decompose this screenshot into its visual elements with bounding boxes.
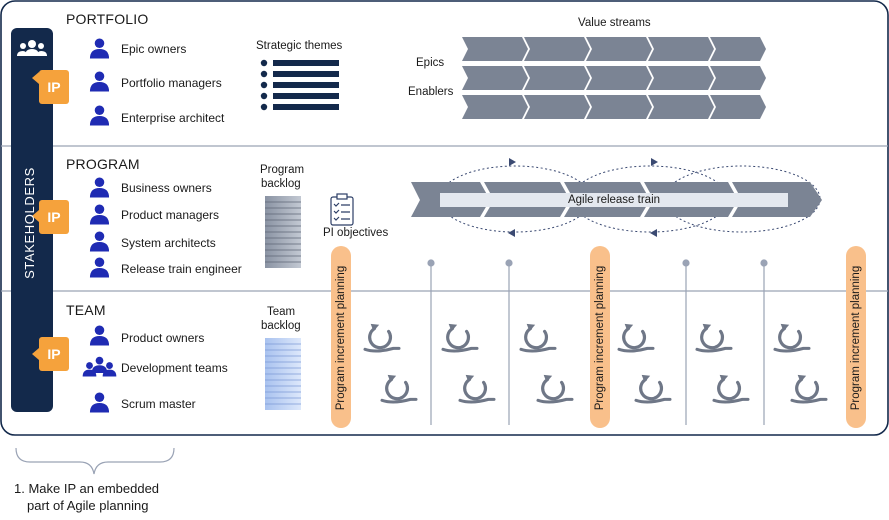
strategic-themes-list-icon <box>260 59 339 111</box>
caption-line2: part of Agile planning <box>27 498 149 513</box>
release-train-engineer-person-icon <box>89 257 110 278</box>
program-backlog-stack-icon <box>265 196 301 268</box>
scrum-cycle-icon <box>380 373 418 404</box>
pi-objectives-checklist-icon <box>330 193 354 226</box>
product-owners-person-icon <box>89 325 110 346</box>
ip-badge-label: IP <box>47 79 61 95</box>
people-group-icon <box>17 40 47 56</box>
epics-label: Epics <box>416 57 445 69</box>
art-label-band <box>440 193 788 207</box>
product-managers-person-icon <box>89 204 110 225</box>
sprint-boundary-lines <box>427 259 768 425</box>
team-backlog-label-line2: backlog <box>261 320 301 332</box>
program-title: PROGRAM <box>66 156 140 172</box>
pi-objectives-label: PI objectives <box>323 227 389 239</box>
portfolio-title: PORTFOLIO <box>66 11 149 27</box>
role-enterprise-architect: Enterprise architect <box>121 111 225 125</box>
scrum-cycle-icon <box>790 373 828 404</box>
value-streams-label: Value streams <box>578 17 651 29</box>
scrum-cycle-icon <box>712 373 750 404</box>
program-backlog-label-line1: Program <box>260 164 305 176</box>
art-loop-arrowheads <box>508 158 658 237</box>
business-owners-person-icon <box>89 177 110 198</box>
ip-badge-label: IP <box>47 209 61 225</box>
team-title: TEAM <box>66 302 106 318</box>
ip-badge-portfolio <box>32 70 69 104</box>
scrum-cycle-icon <box>536 373 574 404</box>
epic-owners-person-icon <box>89 38 110 59</box>
pi-planning-bar-1 <box>331 246 351 428</box>
role-product-owners: Product owners <box>121 331 205 345</box>
ip-badge-label: IP <box>47 346 61 362</box>
scrum-cycle-icon <box>519 322 557 353</box>
role-product-managers: Product managers <box>121 208 220 222</box>
role-portfolio-managers: Portfolio managers <box>121 76 222 90</box>
development-teams-icon <box>82 356 117 377</box>
scrum-cycle-icon <box>458 373 496 404</box>
ip-badge-team <box>32 337 69 371</box>
system-architects-person-icon <box>89 231 110 252</box>
role-business-owners: Business owners <box>121 181 212 195</box>
role-epic-owners: Epic owners <box>121 42 187 56</box>
pi-planning-bar-3 <box>846 246 866 428</box>
enablers-label: Enablers <box>408 86 454 98</box>
role-development-teams: Development teams <box>121 361 228 375</box>
strategic-themes-label: Strategic themes <box>256 40 343 52</box>
pi-planning-bar-2 <box>590 246 610 428</box>
value-streams-chevrons <box>462 37 766 119</box>
scrum-cycle-icon <box>617 322 655 353</box>
scrum-cycle-icon <box>441 322 479 353</box>
role-release-train-engineer: Release train engineer <box>121 262 242 276</box>
team-backlog-label-line1: Team <box>267 306 296 318</box>
pi-planning-label-1: Program increment planning <box>335 265 347 411</box>
pi-planning-label-3: Program increment planning <box>850 265 862 411</box>
scrum-cycle-icon <box>634 373 672 404</box>
scrum-cycle-icon <box>695 322 733 353</box>
scrum-cycle-icon <box>773 322 811 353</box>
scrum-master-person-icon <box>89 392 110 413</box>
caption-line1: 1. Make IP an embedded <box>14 481 160 496</box>
agile-release-train-label: Agile release train <box>567 194 661 206</box>
enterprise-architect-person-icon <box>89 105 110 126</box>
stakeholders-bracket <box>15 447 175 475</box>
stakeholders-column <box>11 28 53 412</box>
ip-badge-program <box>32 200 69 234</box>
role-scrum-master: Scrum master <box>121 397 196 411</box>
role-system-architects: System architects <box>121 236 216 250</box>
team-backlog-stack-icon <box>265 338 301 410</box>
pi-planning-label-2: Program increment planning <box>594 265 606 411</box>
program-backlog-label-line2: backlog <box>261 178 301 190</box>
scrum-cycle-icon <box>363 322 401 353</box>
portfolio-managers-person-icon <box>89 71 110 92</box>
